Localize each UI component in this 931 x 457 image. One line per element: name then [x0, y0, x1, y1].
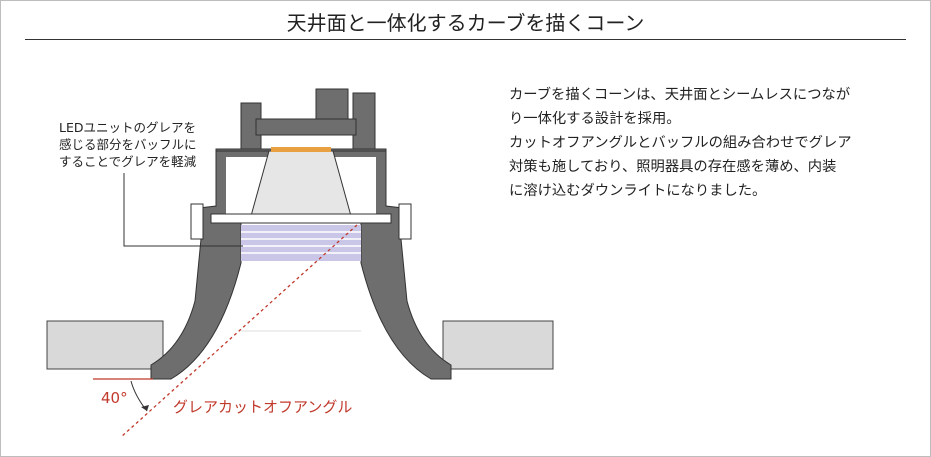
screw-left [190, 203, 204, 240]
title-divider [25, 39, 906, 40]
baffle-annotation: LEDユニットのグレアを 感じる部分をバッフルに することでグレアを軽減 [59, 119, 197, 170]
page-title: 天井面と一体化するカーブを描くコーン [286, 11, 645, 35]
ceiling-left [46, 320, 164, 370]
description-line: り一体化する設計を採用。 [509, 111, 681, 127]
top-housing [215, 88, 387, 158]
annotation-line: することでグレアを軽減 [59, 154, 197, 169]
arc-arrowhead [141, 405, 149, 411]
angle-value: 40° [101, 389, 128, 407]
screw-right [398, 203, 412, 240]
description: カーブを描くコーンは、天井面とシームレスにつなが り一体化する設計を採用。 カッ… [509, 83, 852, 203]
description-line: 対策も施しており、照明器具の存在感を薄め、内装 [509, 159, 837, 175]
annotation-leader [123, 173, 243, 247]
description-line: に溶け込むダウンライトになりました。 [509, 183, 767, 199]
ceiling-right [442, 320, 554, 370]
description-line: カットオフアングルとバッフルの組み合わせでグレア [509, 135, 852, 151]
cutoff-angle-caption: グレアカットオフアングル [173, 398, 353, 416]
led-unit [271, 147, 331, 152]
baffle [241, 225, 361, 261]
annotation-line: LEDユニットのグレアを [59, 120, 196, 135]
description-line: カーブを描くコーンは、天井面とシームレスにつなが [509, 87, 851, 103]
annotation-line: 感じる部分をバッフルに [59, 137, 197, 152]
cutoff-line [120, 224, 358, 438]
reflector [250, 150, 352, 217]
